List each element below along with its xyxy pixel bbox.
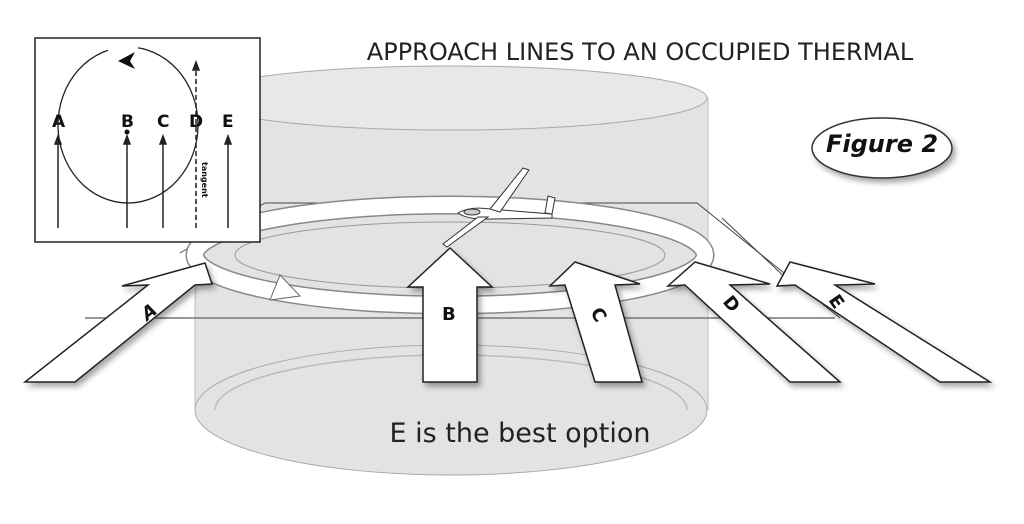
diagram-title: APPROACH LINES TO AN OCCUPIED THERMAL (366, 38, 914, 66)
inset-label-b: B (121, 112, 134, 132)
approach-arrow-a (22, 262, 214, 383)
inset-label-e: E (222, 112, 234, 132)
inset-label-c: C (157, 112, 169, 132)
figure-label: Figure 2 (825, 130, 939, 158)
inset-label-a: A (52, 112, 66, 132)
figure-badge (811, 117, 953, 179)
approach-arrow-b (406, 246, 494, 383)
approach-arrow-c (547, 261, 643, 383)
approach-arrow-e (775, 261, 993, 383)
rotation-arrow-icon (118, 52, 135, 69)
glider-icon (442, 167, 556, 248)
inset-label-d: D (189, 112, 203, 132)
arrow-label-b: B (442, 304, 456, 325)
inset-diagram: A B C D E tangent (34, 37, 261, 243)
tangent-label: tangent (200, 162, 209, 198)
approach-arrow-d (665, 261, 842, 383)
caption: E is the best option (389, 418, 651, 449)
